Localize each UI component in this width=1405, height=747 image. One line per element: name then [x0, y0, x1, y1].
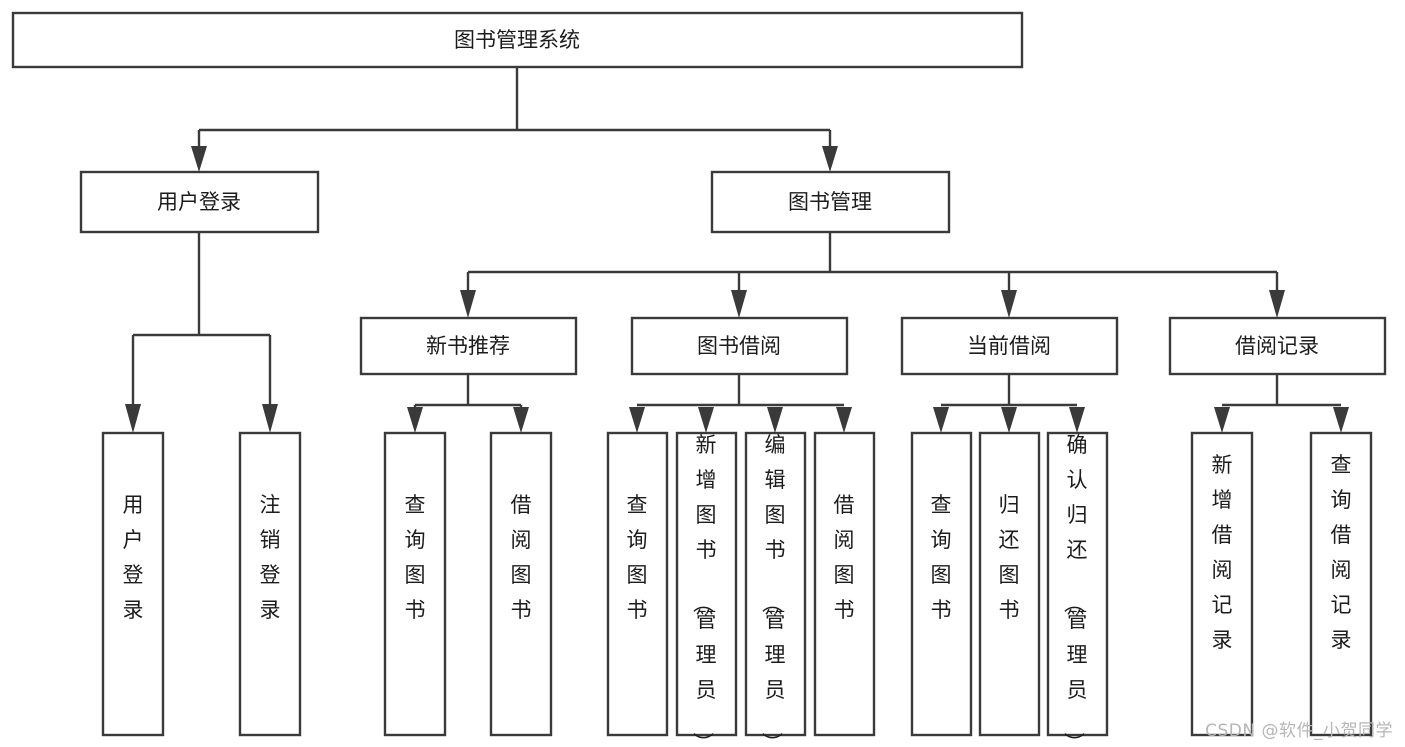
node-new-book-recommend-box[interactable]: [359, 316, 578, 376]
node-leaf-query-book-1-label: 查询图书: [405, 493, 426, 622]
node-root-box[interactable]: [11, 11, 1024, 69]
connector-group-new-book-recommend: [407, 374, 529, 433]
node-leaf-query-book-2-box[interactable]: [606, 431, 669, 737]
node-leaf-user-login[interactable]: 用户登录: [101, 431, 165, 737]
node-leaf-edit-book-label: 编辑图书（管理员）: [760, 433, 786, 747]
node-leaf-borrow-book-1-label: 借阅图书: [511, 493, 532, 622]
arrow-icon-leaf-query-book-1: [407, 407, 423, 433]
node-user-login[interactable]: 用户登录: [79, 170, 320, 234]
node-new-book-recommend[interactable]: 新书推荐: [359, 316, 578, 376]
node-leaf-confirm-return[interactable]: 确认归还（管理员）: [1046, 431, 1109, 747]
node-root-label: 图书管理系统: [454, 28, 580, 52]
node-leaf-logout-login-box[interactable]: [238, 431, 302, 737]
node-leaf-add-record-box[interactable]: [1190, 431, 1254, 737]
node-user-login-box[interactable]: [79, 170, 320, 234]
node-current-borrow-box[interactable]: [900, 316, 1119, 376]
node-borrow-record-label: 借阅记录: [1235, 334, 1319, 358]
arrow-icon-leaf-query-book-3: [933, 407, 949, 433]
node-user-login-label: 用户登录: [157, 190, 241, 214]
node-borrow-record[interactable]: 借阅记录: [1168, 316, 1387, 376]
node-book-management[interactable]: 图书管理: [710, 170, 951, 234]
node-leaf-return-book-box[interactable]: [978, 431, 1041, 737]
node-leaf-query-book-2-label: 查询图书: [627, 493, 648, 622]
node-leaf-logout-login[interactable]: 注销登录: [238, 431, 302, 737]
connector-group-book-management: [460, 232, 1285, 318]
node-leaf-confirm-return-box[interactable]: [1046, 431, 1109, 737]
arrow-icon-leaf-logout-login: [262, 404, 278, 433]
arrow-icon-leaf-add-book: [698, 407, 714, 433]
arrow-icon-leaf-query-record: [1333, 407, 1349, 433]
node-leaf-add-book[interactable]: 新增图书（管理员）: [675, 431, 738, 747]
arrow-icon-leaf-borrow-book-1: [513, 407, 529, 433]
connector-group-borrow-record: [1214, 374, 1349, 433]
node-leaf-borrow-book-2-label: 借阅图书: [834, 493, 855, 622]
node-leaf-query-book-1-box[interactable]: [383, 431, 447, 737]
arrow-icon-to-current-borrow: [1001, 290, 1017, 318]
node-leaf-query-book-3-box[interactable]: [910, 431, 973, 737]
node-leaf-query-book-2[interactable]: 查询图书: [606, 431, 669, 737]
node-leaf-add-book-label: 新增图书（管理员）: [691, 433, 717, 747]
arrow-icon-to-book-management: [822, 146, 838, 172]
node-leaf-add-record-label: 新增借阅记录: [1212, 453, 1233, 652]
arrow-icon-to-book-borrow: [731, 290, 747, 318]
connector-group-current-borrow: [933, 374, 1085, 433]
node-current-borrow-label: 当前借阅: [967, 334, 1051, 358]
node-leaf-confirm-return-label: 确认归还（管理员）: [1062, 433, 1088, 747]
node-leaf-user-login-label: 用户登录: [123, 493, 144, 622]
node-leaf-query-record-box[interactable]: [1309, 431, 1373, 737]
node-book-borrow-box[interactable]: [630, 316, 849, 376]
node-leaf-borrow-book-2-box[interactable]: [813, 431, 876, 737]
connector-group-user-login: [125, 232, 278, 433]
node-book-management-label: 图书管理: [788, 190, 872, 214]
arrow-icon-leaf-add-record: [1214, 407, 1230, 433]
node-leaf-query-record[interactable]: 查询借阅记录: [1309, 431, 1373, 737]
node-leaf-borrow-book-1-box[interactable]: [489, 431, 553, 737]
node-book-borrow-label: 图书借阅: [697, 334, 781, 358]
connector-group-root: [191, 67, 838, 172]
node-leaf-edit-book[interactable]: 编辑图书（管理员）: [744, 431, 807, 747]
node-leaf-add-book-box[interactable]: [675, 431, 738, 737]
arrow-icon-leaf-return-book: [1001, 407, 1017, 433]
node-leaf-add-record[interactable]: 新增借阅记录: [1190, 431, 1254, 737]
arrow-icon-to-borrow-record: [1269, 290, 1285, 318]
arrow-icon-to-user-login: [191, 146, 207, 172]
node-leaf-return-book[interactable]: 归还图书: [978, 431, 1041, 737]
node-leaf-query-book-3[interactable]: 查询图书: [910, 431, 973, 737]
connector-group-book-borrow: [629, 374, 852, 433]
node-book-borrow[interactable]: 图书借阅: [630, 316, 849, 376]
arrow-icon-leaf-confirm-return: [1069, 407, 1085, 433]
node-book-management-box[interactable]: [710, 170, 951, 234]
node-current-borrow[interactable]: 当前借阅: [900, 316, 1119, 376]
node-leaf-return-book-label: 归还图书: [999, 493, 1020, 622]
node-leaf-logout-login-label: 注销登录: [260, 493, 281, 622]
node-root[interactable]: 图书管理系统: [11, 11, 1024, 69]
node-new-book-recommend-label: 新书推荐: [426, 334, 510, 358]
node-leaf-query-record-label: 查询借阅记录: [1331, 453, 1352, 652]
arrow-icon-leaf-query-book-2: [629, 407, 645, 433]
node-leaf-query-book-1[interactable]: 查询图书: [383, 431, 447, 737]
node-leaf-edit-book-box[interactable]: [744, 431, 807, 737]
arrow-icon-leaf-borrow-book-2: [836, 407, 852, 433]
node-leaf-user-login-box[interactable]: [101, 431, 165, 737]
node-leaf-borrow-book-1[interactable]: 借阅图书: [489, 431, 553, 737]
arrow-icon-leaf-user-login: [125, 404, 141, 433]
node-leaf-query-book-3-label: 查询图书: [931, 493, 952, 622]
arrow-icon-to-new-book-recommend: [460, 290, 476, 318]
node-borrow-record-box[interactable]: [1168, 316, 1387, 376]
arrow-icon-leaf-edit-book: [767, 407, 783, 433]
node-leaf-borrow-book-2[interactable]: 借阅图书: [813, 431, 876, 737]
